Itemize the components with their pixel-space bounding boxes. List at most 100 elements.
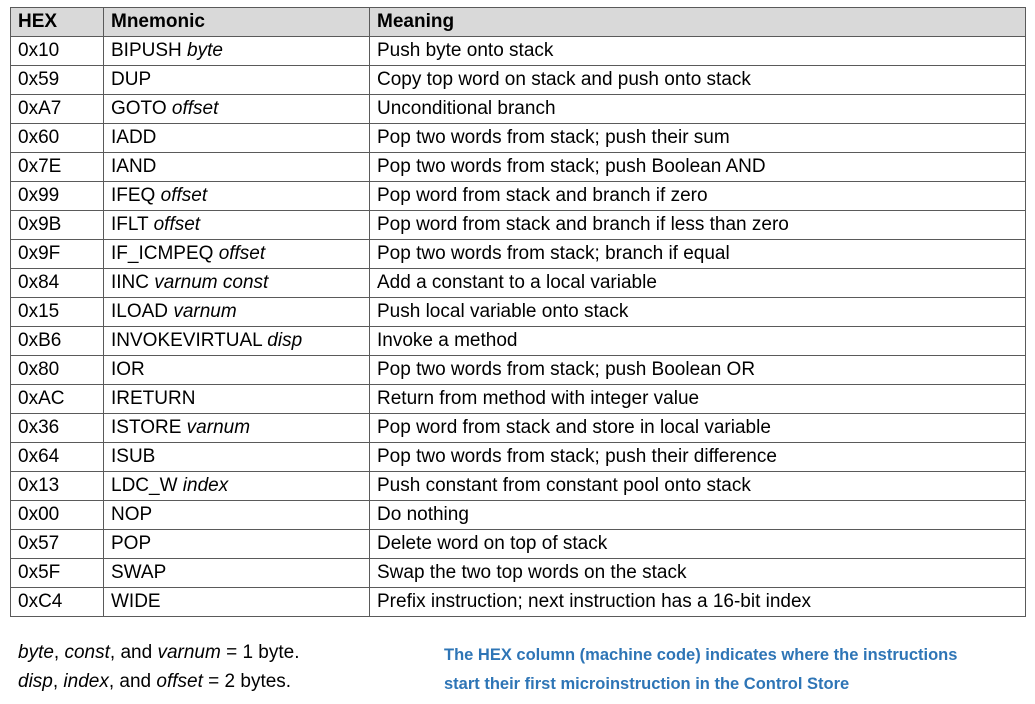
mnemonic-operands: offset xyxy=(153,214,201,235)
mnemonic-opcode: IOR xyxy=(111,359,145,380)
mnemonic-cell: WIDE xyxy=(103,587,370,617)
hex-cell: 0x10 xyxy=(10,36,104,66)
mnemonic-operands: offset xyxy=(218,243,266,264)
mnemonic-operands: index xyxy=(182,475,229,496)
mnemonic-opcode: SWAP xyxy=(111,562,167,583)
footnote-line-1: byte, const, and varnum = 1 byte. xyxy=(18,638,300,667)
meaning-cell: Unconditional branch xyxy=(369,94,1026,124)
hex-cell: 0x13 xyxy=(10,471,104,501)
mnemonic-opcode: ISTORE xyxy=(111,417,182,438)
mnemonic-cell: INVOKEVIRTUAL disp xyxy=(103,326,370,356)
hex-cell: 0x9F xyxy=(10,239,104,269)
mnemonic-cell: ILOAD varnum xyxy=(103,297,370,327)
mnemonic-opcode: GOTO xyxy=(111,98,167,119)
hex-cell: 0x64 xyxy=(10,442,104,472)
mnemonic-cell: IOR xyxy=(103,355,370,385)
mnemonic-operands: varnum xyxy=(173,301,237,322)
footnote-text: , xyxy=(53,642,65,663)
mnemonic-cell: ISUB xyxy=(103,442,370,472)
hex-cell: 0x59 xyxy=(10,65,104,95)
meaning-cell: Do nothing xyxy=(369,500,1026,530)
mnemonic-cell: IFLT offset xyxy=(103,210,370,240)
column-header-hex: HEX xyxy=(10,7,104,37)
hex-cell: 0x60 xyxy=(10,123,104,153)
meaning-cell: Push local variable onto stack xyxy=(369,297,1026,327)
mnemonic-opcode: IINC xyxy=(111,272,149,293)
meaning-cell: Pop two words from stack; push Boolean O… xyxy=(369,355,1026,385)
table-row: 0x00 NOP Do nothing xyxy=(10,500,1026,530)
mnemonic-opcode: ISUB xyxy=(111,446,156,467)
mnemonic-operands: offset xyxy=(171,98,219,119)
control-store-note: The HEX column (machine code) indicates … xyxy=(444,641,957,699)
hex-cell: 0x15 xyxy=(10,297,104,327)
hex-cell: 0x5F xyxy=(10,558,104,588)
mnemonic-operands: offset xyxy=(160,185,208,206)
mnemonic-cell: IF_ICMPEQ offset xyxy=(103,239,370,269)
mnemonic-cell: DUP xyxy=(103,65,370,95)
meaning-cell: Copy top word on stack and push onto sta… xyxy=(369,65,1026,95)
mnemonic-operands: varnum const xyxy=(154,272,269,293)
mnemonic-cell: IINC varnum const xyxy=(103,268,370,298)
mnemonic-opcode: IRETURN xyxy=(111,388,196,409)
footnote-term: varnum xyxy=(157,642,221,663)
mnemonic-cell: IRETURN xyxy=(103,384,370,414)
table-row: 0x5F SWAP Swap the two top words on the st… xyxy=(10,558,1026,588)
hex-cell: 0x99 xyxy=(10,181,104,211)
note-line-1: The HEX column (machine code) indicates … xyxy=(444,646,958,664)
hex-cell: 0xAC xyxy=(10,384,104,414)
hex-cell: 0x84 xyxy=(10,268,104,298)
mnemonic-opcode: LDC_W xyxy=(111,475,178,496)
mnemonic-cell: POP xyxy=(103,529,370,559)
meaning-cell: Pop word from stack and store in local v… xyxy=(369,413,1026,443)
meaning-cell: Delete word on top of stack xyxy=(369,529,1026,559)
footnote-text: = 2 bytes. xyxy=(202,671,292,692)
mnemonic-opcode: NOP xyxy=(111,504,153,525)
mnemonic-cell: IADD xyxy=(103,123,370,153)
mnemonic-cell: NOP xyxy=(103,500,370,530)
footnote-term: offset xyxy=(156,671,203,692)
mnemonic-operands: varnum xyxy=(186,417,251,438)
hex-cell: 0xC4 xyxy=(10,587,104,617)
table-header-row: HEX Mnemonic Meaning xyxy=(10,7,1026,37)
mnemonic-cell: BIPUSH byte xyxy=(103,36,370,66)
column-header-meaning: Meaning xyxy=(369,7,1026,37)
meaning-cell: Return from method with integer value xyxy=(369,384,1026,414)
meaning-cell: Swap the two top words on the stack xyxy=(369,558,1026,588)
mnemonic-opcode: IFEQ xyxy=(111,185,156,206)
meaning-cell: Pop two words from stack; push their sum xyxy=(369,123,1026,153)
mnemonic-cell: IFEQ offset xyxy=(103,181,370,211)
mnemonic-opcode: INVOKEVIRTUAL xyxy=(111,330,262,351)
operand-size-footnote: byte, const, and varnum = 1 byte. disp, … xyxy=(18,638,300,696)
mnemonic-cell: ISTORE varnum xyxy=(103,413,370,443)
mnemonic-cell: IAND xyxy=(103,152,370,182)
meaning-cell: Pop word from stack and branch if less t… xyxy=(369,210,1026,240)
mnemonic-operands: byte xyxy=(187,40,223,61)
column-header-mnemonic: Mnemonic xyxy=(103,7,370,37)
meaning-cell: Pop two words from stack; push Boolean A… xyxy=(369,152,1026,182)
table-row: 0xC4 WIDE Prefix instruction; next instruc… xyxy=(10,587,1026,617)
mnemonic-operands: disp xyxy=(267,330,303,351)
hex-cell: 0x00 xyxy=(10,500,104,530)
mnemonic-cell: LDC_W index xyxy=(103,471,370,501)
hex-cell: 0xB6 xyxy=(10,326,104,356)
mnemonic-opcode: WIDE xyxy=(111,591,161,612)
footnote-term: byte xyxy=(18,642,54,663)
mnemonic-cell: GOTO offset xyxy=(103,94,370,124)
meaning-cell: Prefix instruction; next instruction has… xyxy=(369,587,1026,617)
